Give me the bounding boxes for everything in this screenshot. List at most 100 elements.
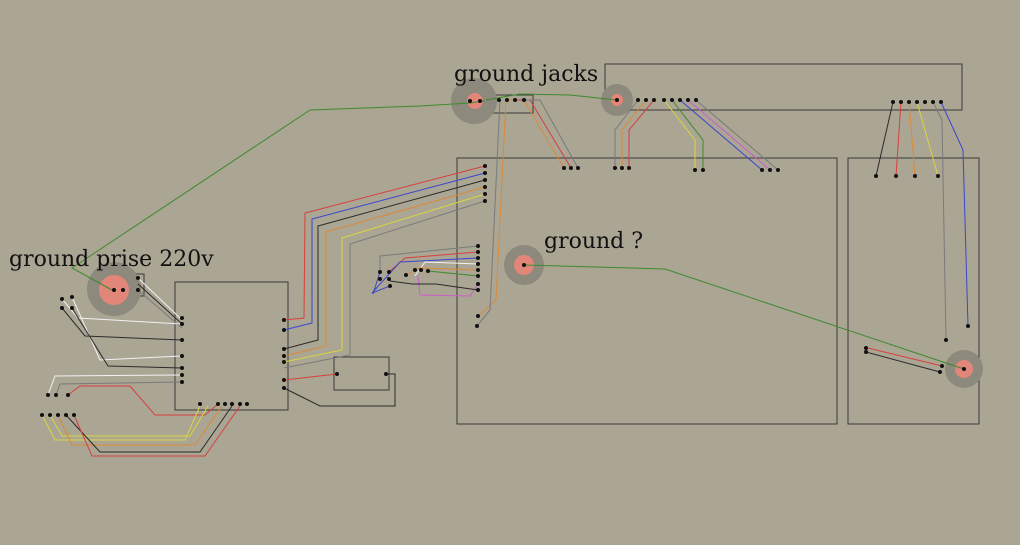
dot (230, 402, 234, 406)
dot (238, 402, 242, 406)
dot (282, 354, 286, 358)
left-white-2 (71, 296, 183, 361)
dot (652, 98, 656, 102)
dot (569, 166, 573, 170)
dot (387, 270, 391, 274)
ground-wires (71, 93, 965, 370)
dot (576, 166, 580, 170)
dot (64, 413, 68, 417)
wire-panel-orange-1 (621, 99, 647, 168)
dot (60, 306, 64, 310)
dot (426, 269, 430, 273)
dot (644, 98, 648, 102)
dot (136, 288, 140, 292)
dot (670, 98, 674, 102)
dot (282, 360, 286, 364)
main-board-box (456, 157, 838, 425)
dot (180, 373, 184, 377)
dot (468, 99, 472, 103)
dot (282, 318, 286, 322)
dot (760, 168, 764, 172)
dot (419, 268, 423, 272)
dot (693, 168, 697, 172)
wire-jack-gray-1 (526, 99, 579, 169)
dot (915, 100, 919, 104)
label-ground-prise: ground prise 220v (9, 247, 214, 272)
dot (768, 168, 772, 172)
dot (864, 350, 868, 354)
right-board-wires (865, 347, 943, 373)
connection-dots (40, 98, 970, 417)
wire-right-black-1 (875, 101, 894, 177)
wire-right-yellow-1 (916, 101, 939, 177)
mid-blue-1 (371, 257, 479, 294)
wire-panel-yellow-1 (663, 99, 696, 170)
dot (282, 378, 286, 382)
dot (478, 99, 482, 103)
dot (388, 284, 392, 288)
dot (936, 174, 940, 178)
prise-black-1 (137, 283, 183, 325)
dot (864, 346, 868, 350)
dot (476, 250, 480, 254)
dot (483, 185, 487, 189)
dot (966, 324, 970, 328)
wire-panel-magenta-1 (687, 99, 771, 171)
wire-jack-gray-down (476, 99, 501, 327)
mid-blue-2 (372, 271, 381, 295)
left-gray-2 (55, 381, 183, 396)
dot (939, 100, 943, 104)
dot (387, 277, 391, 281)
wire-jack-orange-down (477, 99, 507, 317)
dot (121, 288, 125, 292)
dot (505, 98, 509, 102)
power-board-box (174, 281, 289, 411)
dot (522, 263, 526, 267)
dot (894, 174, 898, 178)
dot (522, 98, 526, 102)
dot (476, 262, 480, 266)
bottom-orange-1 (57, 405, 223, 446)
dot (497, 98, 501, 102)
dot (476, 244, 480, 248)
dot (48, 413, 52, 417)
dot (686, 98, 690, 102)
ground-jacks-core (467, 93, 483, 109)
ground-wire-jacks-to-prise (71, 100, 485, 291)
dot (636, 98, 640, 102)
power-board-wires (41, 277, 396, 457)
mid-magenta-1 (417, 275, 479, 297)
wire-right-orange-1 (908, 101, 916, 177)
dot (907, 100, 911, 104)
dot (476, 288, 480, 292)
ribbon-red (283, 165, 486, 321)
ground-points (87, 78, 983, 388)
left-white-3 (47, 374, 183, 396)
dot (413, 268, 417, 272)
wire-right-gray-2 (932, 101, 947, 341)
dot (180, 316, 184, 320)
dot (776, 168, 780, 172)
dot (378, 270, 382, 274)
mid-orange-1 (405, 267, 479, 276)
dot (483, 171, 487, 175)
power-black-out (283, 373, 396, 407)
power-red-out (283, 373, 338, 381)
mid-black-1 (389, 280, 479, 291)
dot (40, 413, 44, 417)
dot (66, 393, 70, 397)
dot (404, 273, 408, 277)
bottom-yellow-1 (41, 405, 201, 441)
dot (678, 98, 682, 102)
dot (620, 166, 624, 170)
dot (476, 256, 480, 260)
top-wires (476, 99, 969, 341)
dot (931, 100, 935, 104)
dot (180, 338, 184, 342)
annotations: ground jacks ground prise 220v ground ? (9, 62, 643, 272)
wire-right-blue-1 (940, 101, 969, 327)
dot (216, 402, 220, 406)
ribbon-orange (283, 186, 486, 357)
ribbon-black (283, 179, 486, 350)
dot (475, 324, 479, 328)
